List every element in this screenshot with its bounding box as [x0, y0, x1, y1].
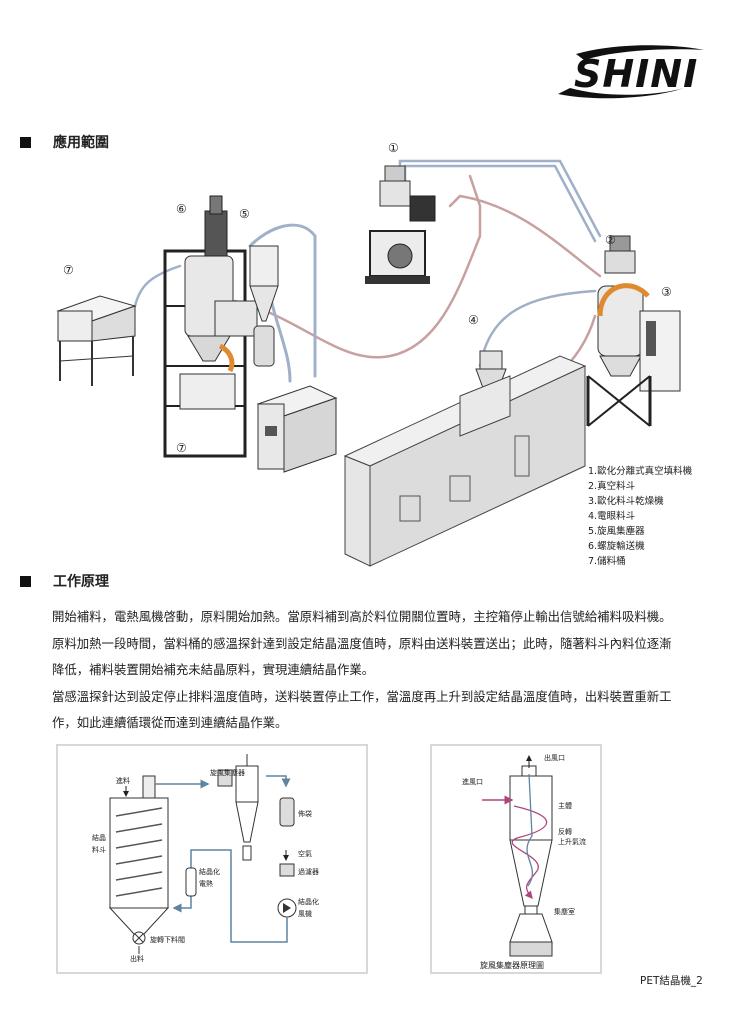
section-title: 應用範圍: [53, 135, 109, 151]
legend-item: 4.電眼料斗: [588, 511, 636, 522]
crystallizer-schematic-box: 進料 結晶 料斗 旋風集塵器 佈袋 空氣 過濾器 結晶化 電熱 結晶化 風機 旋…: [56, 744, 368, 974]
label-heater-1: 結晶化: [199, 867, 220, 876]
callout-1: ①: [388, 141, 399, 155]
legend-item: 7.儲料桶: [588, 556, 626, 567]
logo-swoosh: [558, 45, 704, 99]
section-heading-application: 應用範圍: [20, 132, 109, 152]
callout-7: ⑦: [63, 263, 74, 277]
callout-5: ⑤: [239, 207, 250, 221]
pipe-line: [248, 223, 317, 378]
callout-3: ③: [661, 285, 672, 299]
injection-molding-machine: [343, 355, 587, 567]
pipe-line: [478, 289, 597, 368]
label-cyclone: 旋風集塵器: [210, 768, 245, 777]
label-air: 空氣: [298, 849, 312, 858]
cyclone-principle-diagram: 出風口 進風口 主體 反轉 上升氣流 集塵室 旋風集塵器原理圖: [462, 753, 586, 970]
application-illustration: ① ② ③ ④ ⑤ ⑥ ⑦ ⑦: [56, 141, 681, 567]
bullet-square-icon: [20, 136, 31, 148]
label-blower-1: 結晶化: [298, 897, 319, 906]
callout-7-secondary: ⑦: [176, 441, 187, 455]
paragraph-line: 降低，補料裝置開始補充未結晶原料，實現連續結晶作業。: [52, 662, 375, 677]
cyclone-principle-box: 出風口 進風口 主體 反轉 上升氣流 集塵室 旋風集塵器原理圖: [430, 744, 602, 974]
label-hopper-2: 料斗: [92, 845, 106, 854]
label-air-inlet: 進風口: [462, 777, 483, 786]
pipe-line: [133, 264, 182, 308]
logo-text: SHINI: [574, 52, 699, 96]
hopper-dryer: [586, 235, 681, 427]
label-air-outlet: 出風口: [544, 753, 565, 762]
section-title: 工作原理: [53, 574, 109, 590]
label-reverse-2: 上升氣流: [558, 837, 586, 846]
label-rotary-valve: 旋轉下料閥: [150, 935, 185, 944]
label-hopper-1: 結晶: [92, 833, 106, 842]
paragraph-line: 開始補料，電熱風機啓動，原料開始加熱。當原料補到高於料位開關位置時，主控箱停止輸…: [52, 609, 672, 624]
legend-item: 5.旋風集塵器: [588, 526, 645, 537]
legend-item: 2.真空料斗: [588, 481, 636, 492]
callout-6: ⑥: [176, 202, 187, 216]
callout-4: ④: [468, 313, 479, 327]
label-inlet: 進料: [116, 776, 130, 785]
paragraph-line: 當感溫探針达到設定停止排料溫度值時，送料裝置停止工作，當溫度再上升到設定結晶溫度…: [52, 688, 672, 704]
paragraph-line: 作，如此連續循環從而達到連續結晶作業。: [52, 715, 288, 730]
pipe-line: [268, 294, 292, 383]
bullet-square-icon: [20, 575, 31, 587]
cyclone-collector: [249, 245, 279, 367]
label-filter: 過濾器: [298, 867, 319, 876]
paragraph-line: 原料加熱一段時間，當料桶的感溫探針達到設定結晶溫度值時，原料由送料裝置送出；此時…: [52, 635, 672, 651]
working-principle-text: 開始補料，電熱風機啓動，原料開始加熱。當原料補到高於料位開關位置時，主控箱停止輸…: [52, 604, 702, 737]
crystallizer-tower: [163, 195, 258, 458]
section-heading-working-principle: 工作原理: [20, 571, 109, 591]
crystallizer-schematic: 進料 結晶 料斗 旋風集塵器 佈袋 空氣 過濾器 結晶化 電熱 結晶化 風機 旋…: [92, 754, 319, 963]
brand-logo: SHINI: [556, 44, 706, 100]
vacuum-loader-unit: [365, 165, 436, 284]
label-cloth-bag: 佈袋: [298, 809, 312, 818]
pipe-line: [233, 174, 482, 359]
label-heater-2: 電熱: [199, 879, 213, 888]
label-blower-2: 風機: [298, 909, 312, 918]
component-legend: 1.歐化分離式真空填料機 2.真空料斗 3.歐化料斗乾燥機 4.電眼料斗 5.旋…: [588, 464, 692, 569]
legend-item: 3.歐化料斗乾燥機: [588, 496, 664, 507]
caption: 旋風集塵器原理圖: [480, 960, 544, 970]
pipe-line: [448, 194, 602, 278]
label-dust-chamber: 集塵室: [554, 907, 575, 916]
label-body: 主體: [558, 801, 572, 810]
label-reverse-1: 反轉: [558, 827, 572, 836]
legend-item: 6.螺旋輸送機: [588, 541, 645, 552]
page-label: PET結晶機_2: [640, 975, 703, 987]
blower-cabinet: [256, 385, 338, 473]
callout-2: ②: [605, 233, 616, 247]
storage-bin: [56, 295, 137, 386]
legend-item: 1.歐化分離式真空填料機: [588, 466, 693, 477]
label-outlet: 出料: [130, 954, 144, 963]
